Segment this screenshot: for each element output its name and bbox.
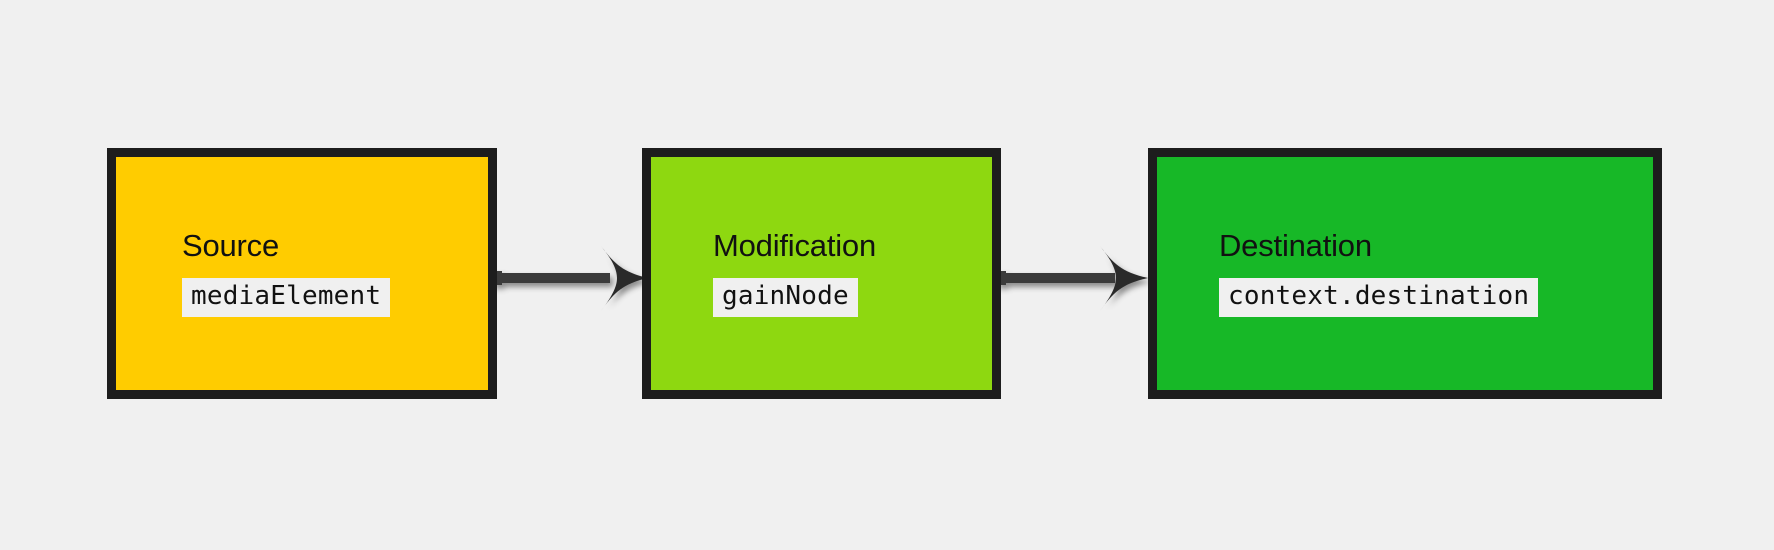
node-modification-code-label: gainNode	[713, 278, 858, 317]
node-source-code-label: mediaElement	[182, 278, 391, 317]
edge-source-modification[interactable]	[492, 246, 648, 311]
node-source[interactable]: Source mediaElement	[107, 148, 497, 399]
node-source-title: Source	[182, 228, 280, 264]
node-modification-title: Modification	[713, 228, 877, 264]
edge-modification-destination[interactable]	[996, 246, 1148, 311]
node-destination-title: Destination	[1219, 228, 1372, 264]
node-modification[interactable]: Modification gainNode	[642, 148, 1001, 399]
node-destination-code-label: context.destination	[1219, 278, 1539, 317]
node-destination[interactable]: Destination context.destination	[1148, 148, 1662, 399]
